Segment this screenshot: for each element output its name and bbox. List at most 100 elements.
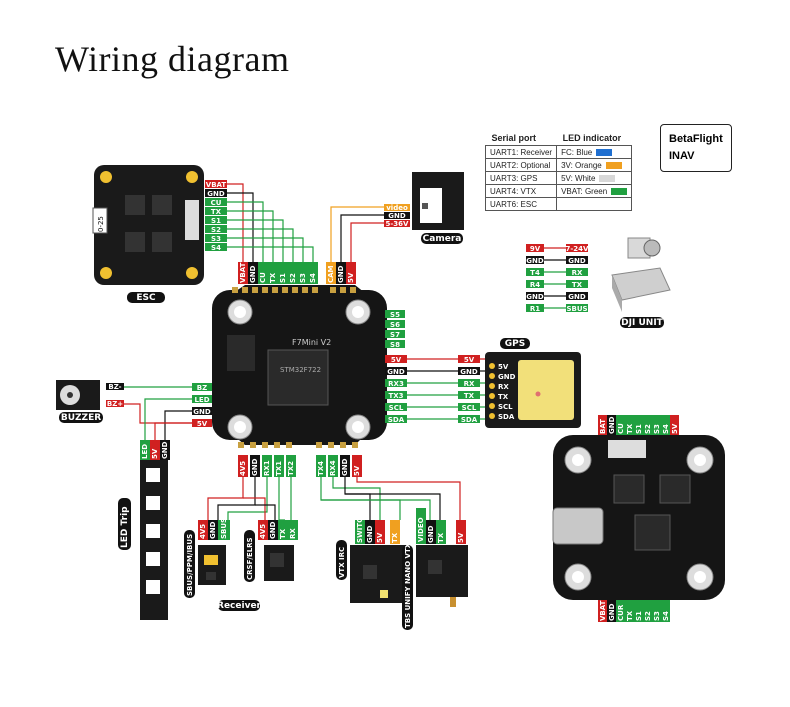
pin-label: GND [161, 441, 169, 459]
pin-label: 5V [498, 363, 509, 371]
pin-label: TX [626, 423, 634, 434]
led-strip-caption: LED Trip [120, 506, 130, 548]
pin-label: SBUS [566, 305, 587, 313]
pin-label: LED [141, 444, 149, 459]
pin-label: GND [526, 293, 544, 301]
vtx-irc-device [350, 545, 408, 603]
pin-label: S1 [211, 217, 221, 225]
legend-header-port: Serial port [491, 133, 537, 143]
pin-label: S4 [211, 244, 221, 252]
pin-label: S1 [279, 273, 287, 283]
led-strip [140, 460, 168, 620]
pin-label: S2 [289, 273, 297, 283]
buzzer-device [56, 380, 100, 410]
pin-label: RX [498, 383, 509, 391]
crsf-pins: 4V5 GND TX RX [258, 520, 298, 540]
pin-label: GND [249, 265, 257, 283]
pin-label: SCL [498, 403, 513, 411]
gps-wire-tags: 5V GND RX TX SCL SDA [458, 355, 480, 424]
pin-label: GND [460, 368, 478, 376]
pin-label: VIDEO [417, 517, 425, 542]
pin-label: GND [387, 368, 405, 376]
legend-table: Serial port LED indicator UART1: Receive… [484, 131, 633, 211]
pin-label: S2 [211, 226, 221, 234]
pin-label: S5 [390, 311, 400, 319]
pin-label: 5V [151, 448, 159, 459]
legend-header-led: LED indicator [562, 133, 622, 143]
crsf-caption: CRSF/ELRS [246, 537, 254, 580]
pin-label: TX4 [317, 461, 325, 476]
led-strip-tags: LED 5V GND [140, 440, 170, 460]
fc-bottom-tags: 4V5 GND RX1 TX1 TX2 TX4 RX4 GND 5V [238, 455, 362, 477]
pin-label: TX [626, 610, 634, 621]
pin-label: TX [464, 392, 475, 400]
pin-label: 5-36V [386, 220, 410, 228]
color-swatch [599, 174, 616, 182]
pin-label: RX3 [388, 380, 404, 388]
tbs-caption: TBS UNIFY NANO VTX [404, 542, 412, 628]
buzzer-wires [124, 386, 192, 440]
dji-wires [544, 247, 566, 309]
pin-label: 7-24V [566, 245, 590, 253]
tbs-pins: VIDEO GND TX 5V [416, 508, 466, 544]
pin-label: VBAT [206, 181, 227, 189]
pin-label: RX [572, 269, 583, 277]
pin-label: S3 [653, 611, 661, 621]
pin-label: GND [193, 408, 211, 416]
pin-label: TX [391, 532, 399, 543]
pin-label: TX1 [275, 461, 283, 476]
pin-label: SBUS [220, 518, 228, 539]
firmware-betaflight: BetaFlight [669, 133, 723, 145]
chip-label: STM32F722 [280, 366, 321, 374]
pin-label: S2 [644, 424, 652, 434]
pin-label: SDA [388, 416, 405, 424]
vtx-irc-caption: VTX IRC [338, 547, 346, 578]
firmware-box: BetaFlight INAV [660, 124, 732, 172]
pin-label: SDA [461, 416, 478, 424]
pin-label: TX [437, 532, 445, 543]
pin-label: S4 [309, 273, 317, 283]
crsf-receiver [264, 545, 294, 581]
pin-label: BZ+ [107, 400, 123, 408]
tbs-unify-device [416, 545, 468, 607]
pin-label: 4V5 [259, 524, 267, 539]
esc-board: 0-25 [92, 165, 204, 285]
pin-label: 5V [347, 272, 355, 283]
pin-label: CUR [617, 604, 625, 621]
dji-unit-device [611, 237, 671, 312]
pin-label: 5V [353, 465, 361, 476]
pin-label: SWITCH [356, 512, 364, 543]
pin-label: S8 [390, 341, 400, 349]
pin-label: TX3 [388, 392, 403, 400]
flight-controller: STM32F722 F7Mini V2 [212, 285, 387, 448]
fc-buzzer-tags: BZ LED GND 5V [192, 383, 212, 428]
pin-label: RX [289, 528, 297, 539]
pin-label: TX [572, 281, 583, 289]
esc2-top-tags: BAT GND CU TX S1 S2 S3 S4 5V [598, 415, 679, 435]
pin-label: LED [194, 396, 209, 404]
pin-label: 4V5 [239, 461, 247, 476]
pin-label: SCL [389, 404, 404, 412]
pin-label: GND [337, 265, 345, 283]
pin-label: GND [568, 257, 586, 265]
pin-label: GND [366, 525, 374, 543]
sbus-pins: 4V5 GND SBUS [198, 518, 230, 540]
legend-port: UART6: ESC [484, 197, 558, 211]
esc-caption: ESC [136, 293, 156, 303]
camera-caption: Camera [423, 234, 462, 244]
pin-label: VBAT [239, 262, 247, 283]
pin-label: S2 [644, 611, 652, 621]
pin-label: TX [498, 393, 509, 401]
color-swatch [596, 148, 613, 156]
pin-label: 5V [457, 532, 465, 543]
pin-label: RX1 [263, 460, 271, 476]
dji-caption: DJI UNIT [621, 318, 663, 328]
pin-label: GND [207, 190, 225, 198]
pin-label: S4 [662, 611, 670, 621]
sbus-receiver [198, 545, 226, 585]
pin-label: CAM [327, 265, 335, 283]
pin-label: BAT [599, 419, 607, 434]
pin-label: 9V [530, 245, 541, 253]
pin-label: TX [211, 208, 222, 216]
